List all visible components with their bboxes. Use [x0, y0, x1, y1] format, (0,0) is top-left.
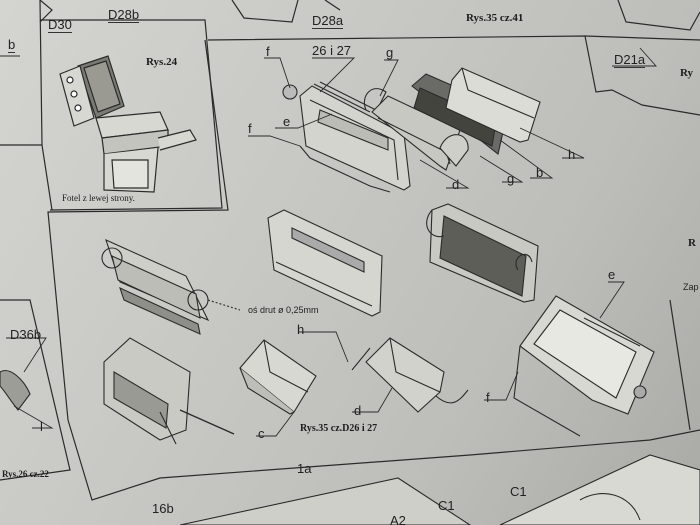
label-d36b: D36b — [10, 327, 42, 342]
caption-fotel: Fotel z lewej strony. — [62, 193, 135, 203]
label-d21a: D21a — [614, 52, 646, 68]
label-26-27: 26 i 27 — [312, 43, 352, 58]
label-e-right: e — [608, 267, 616, 282]
panel-border-rys24 — [40, 19, 223, 211]
note-drut: oś drut ø 0,25mm — [248, 305, 319, 315]
panel-border-rightlow — [669, 299, 691, 431]
label-c1-a: C1 — [438, 498, 455, 513]
title-rys35-d: Rys.35 cz.D26 i 27 — [300, 423, 378, 434]
label-g-mid: g — [507, 171, 515, 186]
frame-bottom-row — [103, 295, 655, 445]
label-f-right: f — [486, 390, 490, 405]
label-b-left: b — [8, 37, 16, 53]
label-1a: 1a — [297, 461, 312, 476]
leader-lines — [0, 47, 658, 437]
label-zap: Zap — [683, 282, 699, 292]
label-16b: 16b — [152, 501, 174, 516]
label-d-low: d — [354, 403, 362, 418]
label-c1-b: C1 — [510, 484, 527, 499]
panel-border-top — [39, 0, 53, 23]
panel-border-bottom — [67, 419, 700, 501]
label-d28a: D28a — [312, 13, 344, 29]
label-f-mid: f — [248, 121, 252, 136]
panel-border-right — [584, 35, 700, 41]
label-b-mid: b — [536, 165, 544, 180]
panel-border-left — [0, 0, 53, 211]
label-ry-edge: Ry — [680, 67, 694, 79]
bottom-strip-parts — [0, 370, 700, 525]
label-f-top: f — [266, 44, 270, 59]
label-d30: D30 — [48, 17, 72, 33]
label-d28b: D28b — [108, 7, 140, 23]
label-h-mid: h — [568, 147, 576, 162]
title-rys24: Rys.24 — [146, 56, 178, 68]
label-e-top: e — [283, 114, 291, 129]
seat-drawing — [59, 55, 197, 193]
title-rys35-41: Rys.35 cz.41 — [466, 12, 524, 24]
title-rys26: Rys.26 cz.22 — [2, 469, 49, 479]
label-c-low: c — [258, 426, 265, 441]
label-l-left: l — [40, 419, 43, 434]
label-h-low: h — [297, 322, 305, 337]
frame-middle-row — [101, 203, 539, 335]
label-g-top: g — [386, 45, 394, 60]
panel-border-leftlow — [0, 299, 71, 481]
panel-border-inner — [47, 39, 229, 421]
label-a2: A2 — [390, 513, 406, 525]
label-r-edge: R — [688, 237, 696, 249]
label-d-mid: d — [452, 177, 460, 192]
panel-border-main — [207, 35, 700, 116]
frame-exploded-top — [282, 67, 541, 193]
